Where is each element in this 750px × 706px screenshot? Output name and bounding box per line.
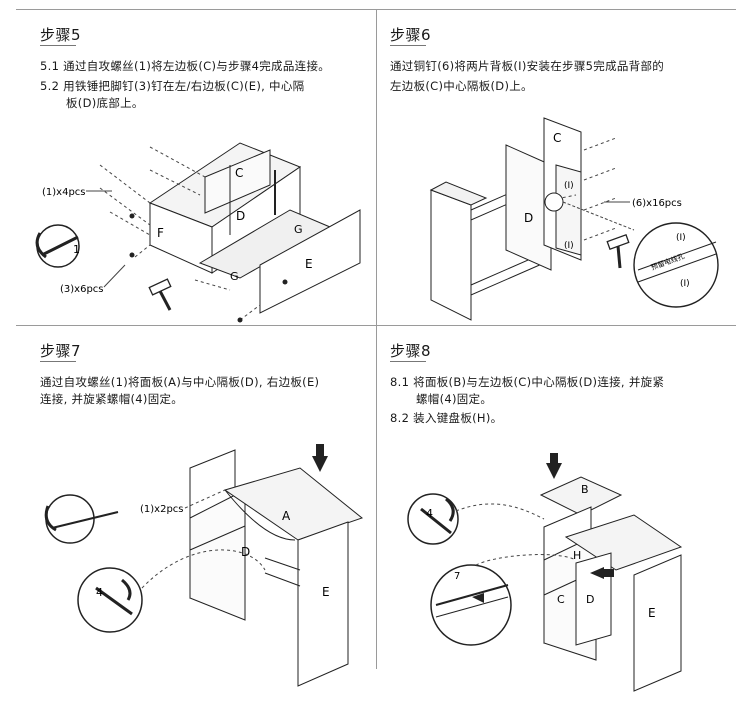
step6-underline: [390, 45, 426, 46]
step6-line1: 通过铜钉(6)将两片背板(I)安装在步骤5完成品背部的: [390, 59, 665, 73]
step7-label-d: D: [241, 545, 250, 559]
hammer-icon: [606, 233, 630, 269]
step5-label-f: F: [157, 226, 164, 240]
step7-label-e: E: [322, 585, 330, 599]
step5-callout-screws: (1)x4pcs: [42, 187, 86, 198]
step5-label-e: E: [305, 257, 313, 271]
step5-label-c: C: [235, 166, 243, 180]
step7-title: 步骤7: [40, 342, 82, 360]
wire-hole-zoom-detail: [633, 222, 719, 308]
step8-line1b: 螺帽(4)固定。: [416, 392, 493, 406]
step8-label-7: 7: [454, 571, 460, 582]
down-arrow-icon: [312, 444, 328, 472]
nut-tightening-detail: [407, 493, 459, 545]
step6-title: 步骤6: [390, 26, 432, 44]
step6-label-d: D: [524, 211, 533, 225]
down-arrow-icon: [546, 453, 562, 479]
step8-diagram: B C D E H 4 7: [407, 453, 683, 692]
step5-label-g2: G: [230, 270, 239, 283]
step5-label-1: 1: [73, 243, 80, 256]
step5-title: 步骤5: [40, 26, 82, 44]
hammer-icon: [148, 278, 172, 311]
step8-label-4: 4: [426, 507, 433, 520]
insert-arrow-icon: [590, 567, 614, 579]
step6-callout-nails: (6)x16pcs: [632, 198, 682, 209]
step5-line1: 5.1 通过自攻螺丝(1)将左边板(C)与步骤4完成品连接。: [40, 59, 331, 73]
step8-underline: [390, 361, 426, 362]
step8-label-h: H: [573, 549, 581, 562]
keyboard-slide-detail: [430, 564, 512, 646]
nut-tightening-detail: [77, 567, 143, 633]
step8-label-e: E: [648, 606, 656, 620]
step8-label-b: B: [581, 483, 589, 496]
screwdriver-detail-icon: [44, 494, 119, 544]
step6-zoom-i-bottom: (I): [680, 279, 690, 289]
step5-label-d: D: [236, 209, 245, 223]
step7-label-4: 4: [96, 586, 103, 599]
step5-callout-nails: (3)x6pcs: [60, 284, 104, 295]
step8-line2: 8.2 装入键盘板(H)。: [390, 411, 503, 425]
step6-label-i2: (I): [564, 241, 574, 251]
step6-label-c: C: [553, 131, 561, 145]
center-divider: [376, 9, 377, 669]
step6-line2: 左边板(C)中心隔板(D)上。: [390, 79, 533, 93]
step8-label-d: D: [586, 593, 594, 606]
step7-callout-screws: (1)x2pcs: [140, 504, 184, 515]
step7-line2: 连接, 并旋紧螺帽(4)固定。: [40, 392, 184, 406]
step7-label-a: A: [282, 509, 291, 523]
step5-underline: [40, 45, 76, 46]
step5-line2b: 板(D)底部上。: [66, 96, 144, 110]
step8-line1a: 8.1 将面板(B)与左边板(C)中心隔板(D)连接, 并旋紧: [390, 375, 665, 389]
step6-diagram: C D (I) (I) (6)x16pcs (I) 预留电线孔 (I): [429, 117, 719, 321]
step5-diagram: C D F G G E (1)x4pcs (3)x6pcs 1: [35, 142, 361, 323]
screwdriver-detail-icon: [35, 224, 80, 268]
step5-label-g1: G: [294, 223, 303, 236]
step7-diagram: A D E (1)x2pcs 4: [44, 444, 364, 687]
step5-line2a: 5.2 用铁锤把脚钉(3)钉在左/右边板(C)(E), 中心隔: [40, 79, 305, 93]
step7-underline: [40, 361, 76, 362]
step6-label-i1: (I): [564, 181, 574, 191]
step7-line1: 通过自攻螺丝(1)将面板(A)与中心隔板(D), 右边板(E): [40, 375, 320, 389]
step6-zoom-i-top: (I): [676, 233, 686, 243]
step8-title: 步骤8: [390, 342, 432, 360]
step8-label-c: C: [557, 593, 565, 606]
